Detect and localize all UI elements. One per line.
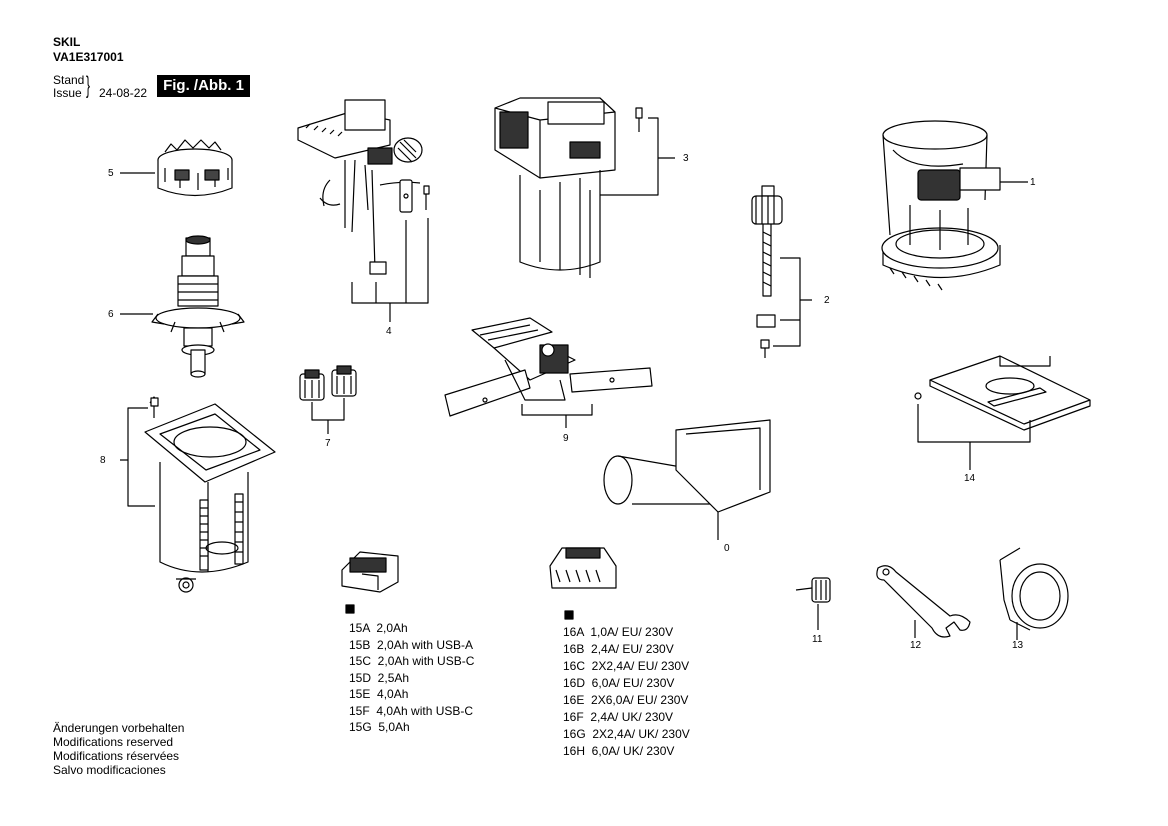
notice-fr: Modifications réservées [53,749,180,763]
battery-item: 15C 2,0Ah with USB-C [349,654,475,668]
battery-item: 15A 2,0Ah [349,621,408,635]
model-number: VA1E317001 [53,50,124,64]
callout-8: 8 [100,455,106,466]
part-9-parallel-guide [444,317,653,417]
part-7-collets [299,365,357,401]
callout-14: 14 [964,473,976,484]
part-13-adapter [999,547,1069,631]
stand-label: Stand [53,73,85,87]
charger-item: 16E 2X6,0A/ EU/ 230V [563,693,689,707]
callout-6: 6 [108,309,114,320]
charger-item: 16H 6,0A/ UK/ 230V [563,744,675,758]
callout-9: 9 [563,433,569,444]
battery-variant-list: 15A 2,0Ah 15B 2,0Ah with USB-A 15C 2,0Ah… [349,620,474,736]
battery-item: 15F 4,0Ah with USB-C [349,703,474,718]
callout-10: 0 [724,543,730,554]
part-11-knob [795,577,831,603]
issue-date: 24-08-22 [99,86,148,100]
callout-1: 1 [1030,177,1036,188]
part-6-armature [151,235,245,378]
brand-label: SKIL [53,35,81,49]
battery-item: 15D 2,5Ah [349,670,410,685]
charger-variant-list: 16A 1,0A/ EU/ 230V 16B 2,4A/ EU/ 230V 16… [563,624,690,760]
figure-title: Fig. /Abb. 1 [157,75,250,97]
charger-item: 16B 2,4A/ EU/ 230V [563,642,674,656]
notice-de: Änderungen vorbehalten [53,721,185,735]
charger-item: 16G 2X2,4A/ UK/ 230V [563,727,690,741]
callout-12: 12 [910,640,922,651]
part-1-router-body [881,120,1001,291]
part-8-depth-base [144,396,276,593]
part-3-motor-housing [494,97,643,278]
part-10-dust-hood [603,419,771,540]
part-14-base-plate [914,355,1091,431]
part-12-wrench [876,565,971,638]
part-16-charger [549,547,617,589]
callout-3: 3 [683,153,689,164]
charger-item: 16D 6,0A/ EU/ 230V [563,676,675,690]
battery-item: 15G 5,0Ah [349,720,410,734]
notice-es: Salvo modificaciones [53,763,166,777]
callout-11: 11 [812,634,823,645]
battery-item: 15E 4,0Ah [349,687,409,701]
callout-7: 7 [325,438,331,449]
notice-en: Modifications reserved [53,735,174,749]
callout-13: 13 [1012,640,1024,651]
issue-label: Issue [53,86,82,100]
part-5-brush-ring [157,139,233,197]
modifications-notice: Änderungen vorbehalten Modifications res… [53,721,184,777]
callout-2: 2 [824,295,830,306]
charger-item: 16C 2X2,4A/ EU/ 230V [563,659,690,673]
part-15-battery-pack [341,551,399,593]
callout-4: 4 [386,326,392,337]
charger-item: 16A 1,0A/ EU/ 230V [563,625,674,639]
part-2-adjustment-screw [751,185,783,358]
callout-5: 5 [108,168,114,179]
battery-item: 15B 2,0Ah with USB-A [349,637,474,652]
part-4-switch-wiring [297,99,430,275]
brace-glyph: } [86,72,91,99]
charger-item: 16F 2,4A/ UK/ 230V [563,710,674,724]
